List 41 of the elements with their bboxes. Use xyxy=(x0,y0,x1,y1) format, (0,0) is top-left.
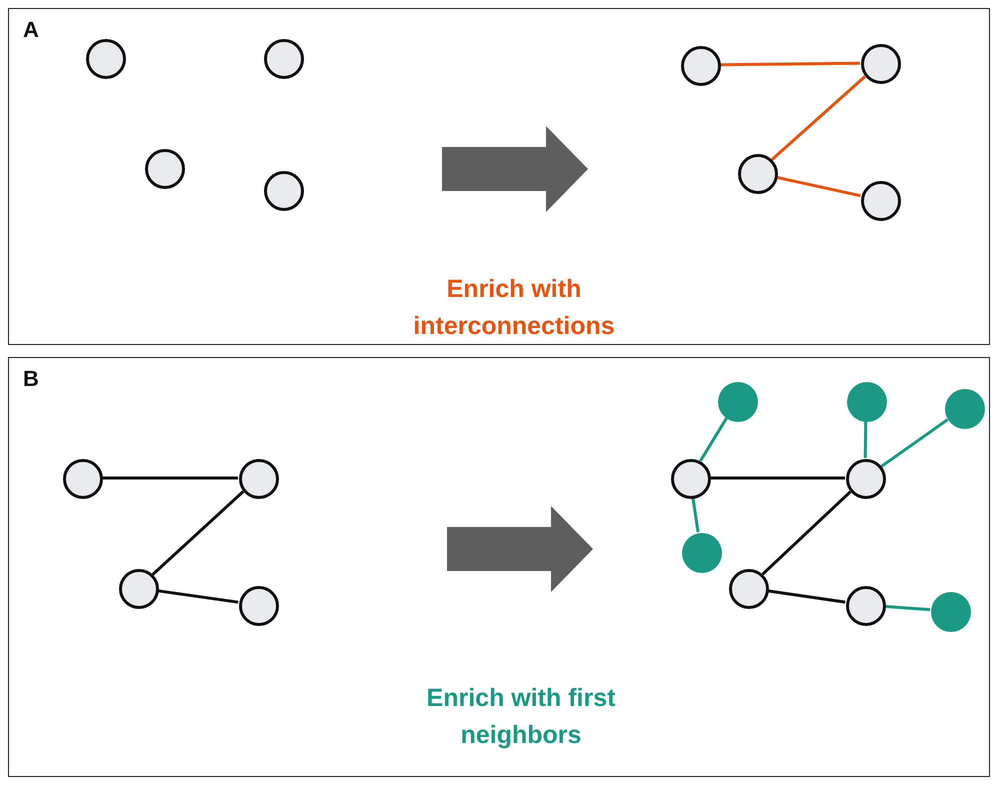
node-circle xyxy=(861,181,901,221)
node-circle xyxy=(119,569,159,609)
connector-line xyxy=(158,589,238,604)
connector-line xyxy=(691,498,700,532)
filled-node-circle xyxy=(945,389,985,429)
filled-node-circle xyxy=(718,382,758,422)
connector-line xyxy=(880,418,949,468)
panel-caption: Enrich with interconnections xyxy=(412,274,616,342)
node-circle xyxy=(86,39,126,79)
node-circle xyxy=(264,39,304,79)
panel xyxy=(8,357,990,777)
panel-caption: Enrich with first neighbors xyxy=(426,683,616,751)
filled-node-circle xyxy=(847,382,887,422)
connector-line xyxy=(768,589,846,604)
node-circle xyxy=(729,569,769,609)
node-circle xyxy=(264,171,304,211)
panel-letter: A xyxy=(23,17,39,43)
node-circle xyxy=(681,46,721,86)
connector-line xyxy=(884,604,930,612)
node-circle xyxy=(63,459,103,499)
connector-line xyxy=(152,490,244,576)
connector-line xyxy=(710,476,845,480)
node-circle xyxy=(145,149,185,189)
panel xyxy=(8,8,990,345)
node-circle xyxy=(738,154,778,194)
node-circle xyxy=(846,586,886,626)
panel-letter: B xyxy=(23,366,39,392)
connector-line xyxy=(762,490,852,576)
connector-line xyxy=(770,75,866,161)
filled-node-circle xyxy=(931,592,971,632)
connector-line xyxy=(102,476,238,480)
node-circle xyxy=(671,459,711,499)
node-circle xyxy=(861,44,901,84)
connector-line xyxy=(720,62,860,66)
connector-line xyxy=(776,176,861,198)
connector-line xyxy=(864,420,868,458)
connector-line xyxy=(699,417,728,462)
node-circle xyxy=(239,459,279,499)
node-circle xyxy=(846,459,886,499)
filled-node-circle xyxy=(682,533,722,573)
node-circle xyxy=(239,586,279,626)
